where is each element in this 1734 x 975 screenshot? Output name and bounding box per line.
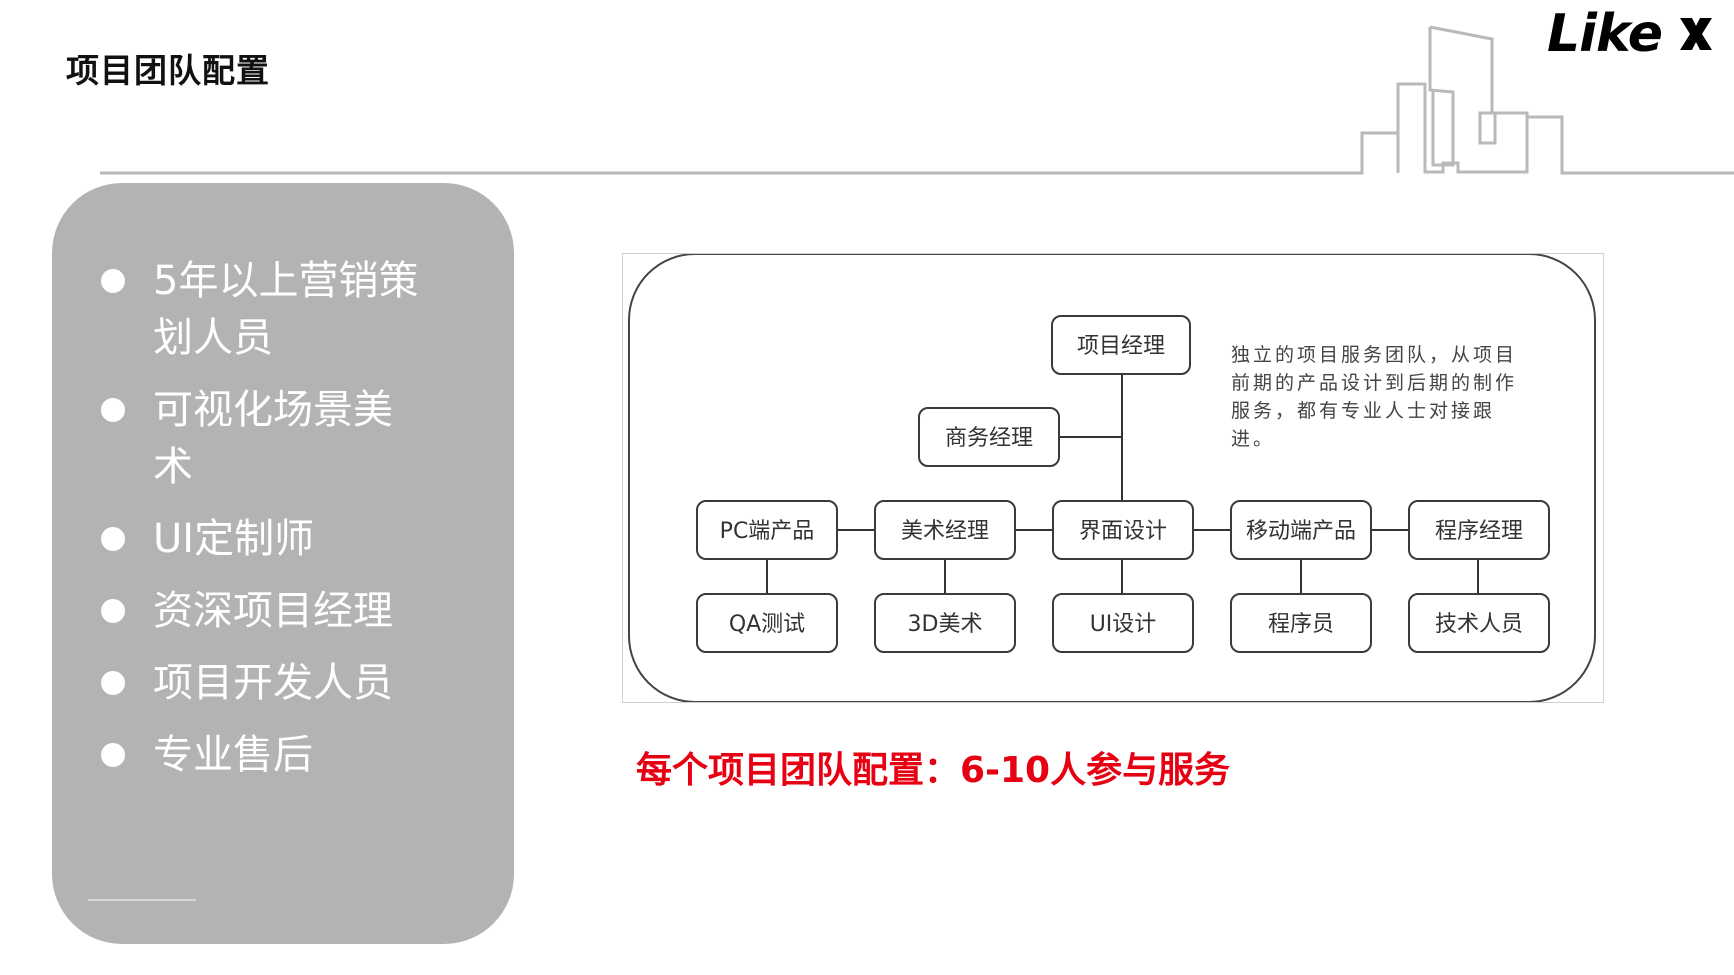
panel-divider bbox=[88, 899, 196, 901]
role-line: 划人员 bbox=[153, 315, 273, 361]
team-size-tagline: 每个项目团队配置：6-10人参与服务 bbox=[636, 750, 1231, 791]
org-node-row1: PC端产品 美术经理 界面设计 移动端产品 程序经理 bbox=[696, 500, 1550, 560]
org-node-row2: QA测试 3D美术 UI设计 程序员 技术人员 bbox=[696, 593, 1550, 653]
role-line: 项目开发人员 bbox=[153, 660, 393, 706]
description-line: 前期的产品设计到后期的制作 bbox=[1231, 372, 1517, 394]
org-chart-border bbox=[628, 254, 1596, 702]
description-line: 服务，都有专业人士对接跟 bbox=[1231, 400, 1495, 422]
org-node-label: 技术人员 bbox=[1435, 612, 1523, 637]
org-node-label: 界面设计 bbox=[1079, 519, 1167, 544]
org-node-label: 3D美术 bbox=[908, 612, 983, 637]
role-line: 5年以上营销策 bbox=[153, 258, 419, 304]
role-item-ui: UI定制师 bbox=[100, 511, 440, 568]
role-line: 术 bbox=[153, 444, 193, 490]
org-node-label: 程序员 bbox=[1268, 612, 1334, 637]
org-node-label: 美术经理 bbox=[901, 519, 989, 544]
team-roles-panel: 5年以上营销策划人员 可视化场景美术 UI定制师 资深项目经理 项目开发人员 专… bbox=[52, 183, 514, 944]
role-item-support: 专业售后 bbox=[100, 727, 440, 784]
logo-text: Like bbox=[1547, 4, 1663, 64]
skyline-decoration bbox=[100, 25, 1734, 175]
page-title: 项目团队配置 bbox=[66, 51, 270, 90]
description-line: 进。 bbox=[1231, 428, 1275, 450]
org-node-label: PC端产品 bbox=[720, 519, 815, 544]
team-roles-list: 5年以上营销策划人员 可视化场景美术 UI定制师 资深项目经理 项目开发人员 专… bbox=[100, 253, 440, 799]
x-mark-icon bbox=[1680, 18, 1712, 50]
org-node-business-manager: 商务经理 bbox=[918, 407, 1060, 467]
org-node-label: 程序经理 bbox=[1435, 519, 1523, 544]
team-description: 独立的项目服务团队，从项目 前期的产品设计到后期的制作 服务，都有专业人士对接跟… bbox=[1231, 344, 1517, 450]
role-item-dev: 项目开发人员 bbox=[100, 655, 440, 712]
role-line: 专业售后 bbox=[153, 732, 313, 778]
role-line: 资深项目经理 bbox=[153, 588, 393, 634]
org-node-label: QA测试 bbox=[729, 612, 805, 637]
org-chart: 项目经理 商务经理 PC端产品 美术经理 界面设计 移动端产品 程序经理 QA测… bbox=[628, 254, 1596, 702]
role-item-art: 可视化场景美术 bbox=[100, 382, 440, 496]
role-line: UI定制师 bbox=[153, 516, 315, 562]
org-node-label: UI设计 bbox=[1090, 612, 1157, 637]
org-node-project-manager: 项目经理 bbox=[1051, 315, 1191, 375]
org-node-label: 移动端产品 bbox=[1246, 519, 1356, 544]
org-chart-frame: 项目经理 商务经理 PC端产品 美术经理 界面设计 移动端产品 程序经理 QA测… bbox=[622, 253, 1604, 703]
role-item-marketing: 5年以上营销策划人员 bbox=[100, 253, 440, 367]
org-node-label: 项目经理 bbox=[1077, 334, 1165, 359]
brand-logo: Like bbox=[1547, 4, 1716, 64]
role-item-pm: 资深项目经理 bbox=[100, 583, 440, 640]
description-line: 独立的项目服务团队，从项目 bbox=[1231, 344, 1517, 366]
org-node-label: 商务经理 bbox=[945, 426, 1033, 451]
role-line: 可视化场景美 bbox=[153, 387, 393, 433]
